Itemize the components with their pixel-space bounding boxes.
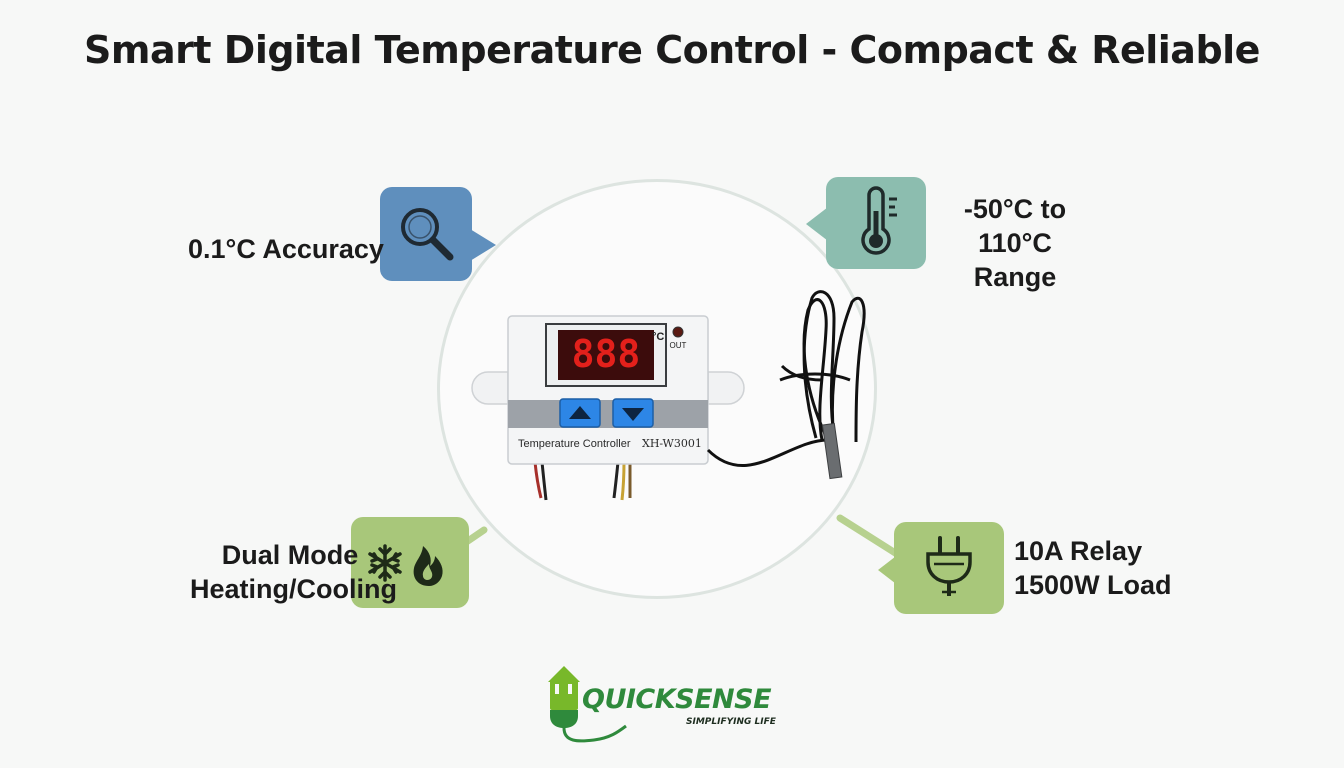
up-arrow-icon: [569, 406, 591, 419]
relay-badge: [894, 522, 1004, 614]
page-title: Smart Digital Temperature Control - Comp…: [84, 28, 1260, 72]
logo-house-plug-icon: [548, 666, 627, 743]
left-mount-tab: [471, 371, 509, 405]
relay-label-line2: 1500W Load: [1014, 570, 1172, 600]
out-label: OUT: [670, 341, 687, 350]
button-strip: [508, 400, 708, 428]
range-label-line2: Range: [973, 262, 1057, 292]
accuracy-badge: [380, 187, 472, 281]
down-arrow-icon: [622, 408, 644, 421]
snowflake-icon: [368, 543, 402, 582]
range-badge-pointer: [806, 204, 832, 244]
relay-label-line1: 10A Relay: [1014, 536, 1143, 566]
sensor-probe: [821, 422, 843, 480]
led-display-value: 888: [572, 332, 641, 376]
up-button[interactable]: [559, 398, 601, 428]
mode-badge: [351, 517, 469, 608]
relay-label: 10A Relay 1500W Load: [1014, 534, 1172, 602]
temperature-controller-device: 888 °C OUT Temperature Controller XH-W30…: [471, 290, 866, 501]
sensor-cable: [706, 438, 829, 467]
down-button[interactable]: [612, 398, 654, 428]
flame-icon: [413, 545, 443, 586]
range-badge: [826, 177, 926, 269]
range-label-line1: -50°C to 110°C: [963, 194, 1067, 258]
accuracy-badge-pointer: [470, 229, 496, 261]
magnifier-icon: [401, 208, 454, 261]
accuracy-label: 0.1°C Accuracy: [188, 234, 384, 264]
product-label: Temperature Controller: [518, 438, 631, 450]
unit-label: °C: [652, 331, 664, 343]
right-mount-tab: [707, 371, 745, 405]
plug-icon: [926, 536, 972, 596]
led-display: [558, 330, 654, 380]
out-led: [672, 326, 684, 338]
brand-tagline: SIMPLIFYING LIFE: [686, 717, 776, 727]
thermometer-icon: [861, 186, 897, 255]
cable-coil: [779, 290, 866, 443]
snowflake-flame-icon: [368, 543, 443, 586]
model-label: XH-W3001: [642, 437, 702, 450]
mode-label-line2: Heating/Cooling: [190, 574, 397, 604]
power-wires: [533, 461, 632, 501]
brand-logo: QUICKSENSE SIMPLIFYING LIFE: [540, 662, 800, 746]
brand-name: QUICKSENSE: [582, 684, 772, 715]
mode-label-line1: Dual Mode: [221, 540, 359, 570]
range-label: -50°C to 110°C Range: [925, 192, 1105, 294]
mode-label: Dual Mode Heating/Cooling: [190, 538, 397, 606]
